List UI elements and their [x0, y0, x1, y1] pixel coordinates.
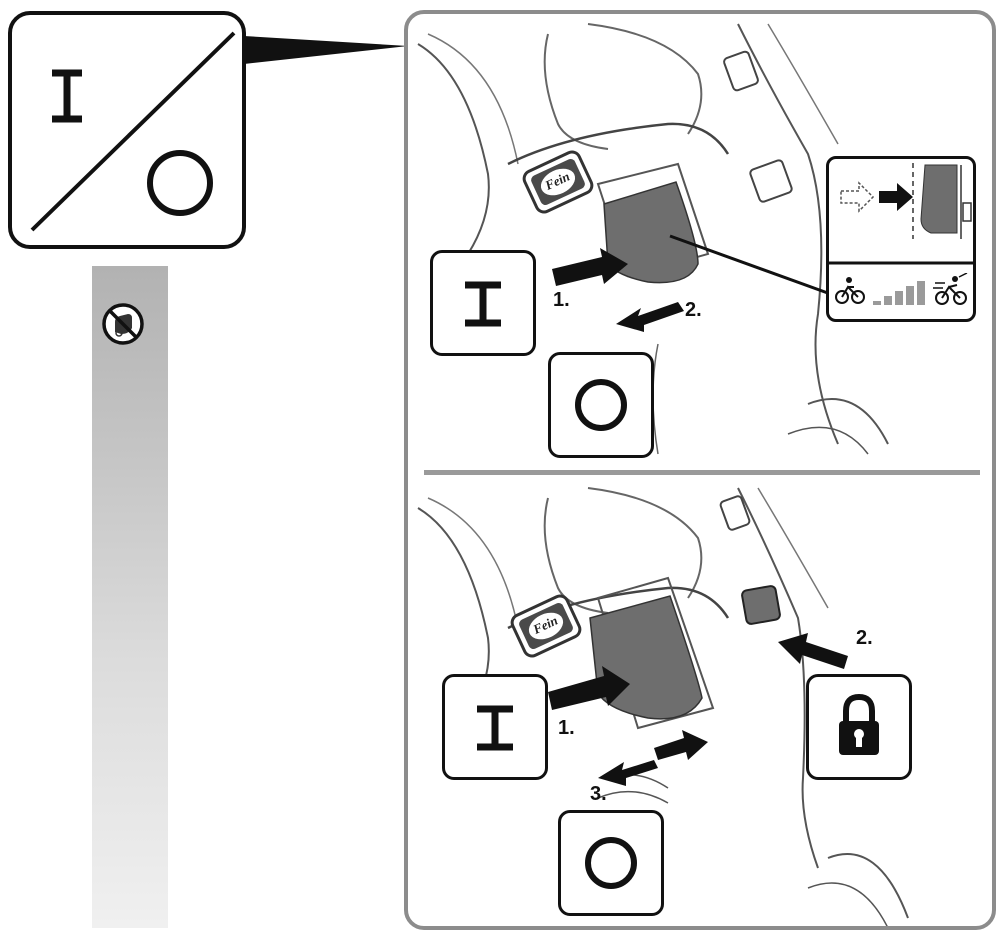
bicycle-fast-icon: [933, 273, 969, 307]
connector-wedge: [244, 36, 408, 64]
off-o-symbol-icon: [548, 352, 654, 458]
fein-logo-bottom: Fein: [503, 586, 588, 665]
speed-detail-inset: [826, 156, 976, 322]
illustration-frame: Fein: [404, 10, 996, 930]
panel-divider: [424, 470, 980, 475]
step-label-bottom-3: 3.: [590, 783, 607, 805]
step-label-top-2: 2.: [685, 299, 702, 321]
switch-body: [603, 181, 699, 284]
off-o-symbol-icon-bottom: [558, 810, 664, 916]
padlock-icon: [806, 674, 912, 780]
on-off-symbol-icon: [8, 11, 246, 249]
bottom-panel-illustration: [417, 487, 909, 926]
no-gloves-warning-icon: [101, 302, 145, 346]
on-i-symbol-icon: [430, 250, 536, 356]
fein-logo: Fein: [515, 142, 600, 221]
speed-level-bars: [871, 279, 927, 307]
bicycle-slow-icon: [835, 275, 865, 305]
step-label-bottom-1: 1.: [558, 717, 575, 739]
step-label-top-1: 1.: [553, 289, 570, 311]
step-label-bottom-2: 2.: [856, 627, 873, 649]
top-panel-illustration: [417, 23, 889, 455]
side-strip: [92, 266, 168, 928]
lock-button: [741, 585, 781, 625]
on-i-symbol-icon-bottom: [442, 674, 548, 780]
